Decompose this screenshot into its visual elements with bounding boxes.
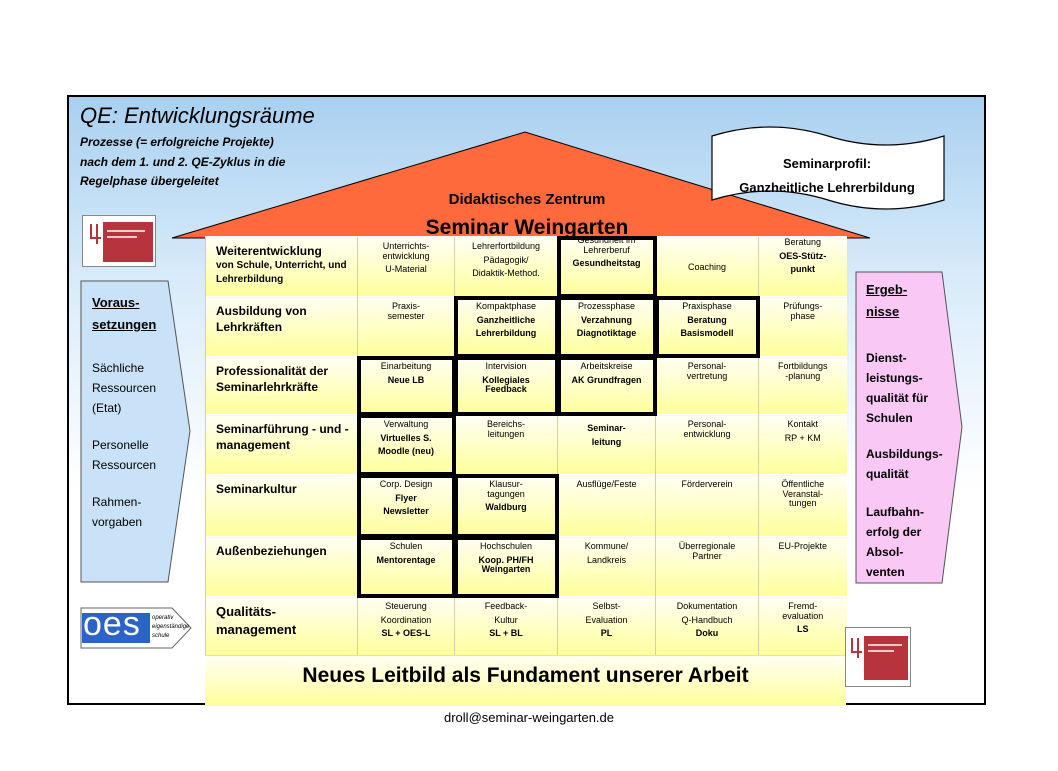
oes-arrow-shape bbox=[80, 607, 192, 649]
roof-title: Seminar Weingarten bbox=[425, 216, 629, 239]
foundation-banner: Neues Leitbild als Fundament unserer Arb… bbox=[205, 655, 846, 706]
ergebnisse-item-5: Ausbildungs- bbox=[866, 447, 943, 461]
institution-logo-right bbox=[845, 627, 911, 687]
ergebnisse-item-8: erfolg der bbox=[866, 525, 922, 539]
ergebnisse-item-1: Dienst- bbox=[866, 351, 907, 365]
matrix-grid: Weiterentwicklung von Schule, Unterricht… bbox=[205, 235, 847, 706]
voraussetzungen-item-5: Ressourcen bbox=[92, 458, 157, 472]
cell-3-4: Personal-vertretung bbox=[655, 356, 759, 415]
seminarprofil-line-1: Seminarprofil: bbox=[782, 156, 872, 171]
voraussetzungen-item-3: (Etat) bbox=[92, 401, 122, 415]
cell-4-3: Seminar-leitung bbox=[557, 414, 656, 475]
logo-graphic-icon bbox=[90, 222, 153, 262]
row-head-6: Außenbeziehungen bbox=[205, 536, 358, 597]
ergebnisse-item-2: leistungs- bbox=[866, 371, 923, 385]
contact-email: droll@seminar-weingarten.de bbox=[444, 710, 614, 725]
ergebnisse-heading: Ergeb- nisse bbox=[866, 279, 907, 323]
cell-2-1: Praxis-semester bbox=[357, 296, 455, 357]
voraussetzungen-heading: Voraus- setzungen bbox=[92, 292, 156, 336]
cell-6-5: EU-Projekte bbox=[758, 536, 847, 597]
voraussetzungen-heading-2: setzungen bbox=[92, 317, 157, 332]
ergebnisse-item-9: Absol- bbox=[866, 545, 904, 559]
voraussetzungen-item-1: Sächliche bbox=[92, 361, 145, 375]
qe-title: QE: Entwicklungsräume bbox=[80, 103, 315, 128]
ergebnisse-item-7: Laufbahn- bbox=[866, 505, 924, 519]
row-head-2: Ausbildung von Lehrkräften bbox=[205, 296, 358, 357]
grid-row-3: Professionalität der Seminarlehrkräfte E… bbox=[205, 355, 847, 416]
roof-subtitle: Didaktisches Zentrum bbox=[448, 191, 606, 208]
row-head-5: Seminarkultur bbox=[205, 474, 358, 537]
row-head-1: Weiterentwicklung von Schule, Unterricht… bbox=[205, 236, 358, 297]
ergebnisse-item-6: qualität bbox=[866, 467, 909, 481]
voraussetzungen-heading-1: Voraus- bbox=[92, 295, 140, 310]
grid-row-2: Ausbildung von Lehrkräften Praxis-semest… bbox=[205, 295, 847, 358]
row-head-4: Seminarführung - und -management bbox=[205, 414, 358, 475]
grid-row-1: Weiterentwicklung von Schule, Unterricht… bbox=[205, 235, 847, 298]
oes-logo-text: oes bbox=[83, 605, 141, 643]
row-head-7: Qualitäts-management bbox=[205, 596, 358, 655]
cell-5-4: Förderverein bbox=[655, 474, 759, 537]
voraussetzungen-item-2: Ressourcen bbox=[92, 381, 157, 395]
cell-3-5: Fortbildungs-planung bbox=[758, 356, 847, 415]
row-head-1-title: Weiterentwicklung bbox=[216, 244, 322, 258]
cell-4-2: Bereichs-leitungen bbox=[454, 414, 558, 475]
logo-graphic-icon bbox=[851, 636, 908, 680]
grid-row-4: Seminarführung - und -management Verwalt… bbox=[205, 413, 847, 476]
qe-line-2: nach dem 1. und 2. QE-Zyklus in die bbox=[80, 155, 286, 169]
voraussetzungen-item-6: Rahmen- bbox=[92, 495, 142, 509]
cell-2-5: Prüfungs-phase bbox=[758, 296, 847, 357]
ergebnisse-item-3: qualität für bbox=[866, 391, 928, 405]
cell-4-4: Personal-entwicklung bbox=[655, 414, 759, 475]
cell-6-3: Kommune/Landkreis bbox=[557, 536, 656, 597]
institution-logo-left bbox=[82, 215, 156, 267]
voraussetzungen-item-7: vorgaben bbox=[92, 515, 143, 529]
row-head-3: Professionalität der Seminarlehrkräfte bbox=[205, 356, 358, 415]
seminarprofil-line-2: Ganzheitliche Lehrerbildung bbox=[739, 180, 915, 195]
row-head-1-subtitle: von Schule, Unterricht, und Lehrerbildun… bbox=[216, 260, 347, 285]
qe-line-1: Prozesse (= erfolgreiche Projekte) bbox=[80, 135, 274, 149]
ergebnisse-heading-1: Ergeb- bbox=[866, 282, 908, 297]
voraussetzungen-item-4: Personelle bbox=[92, 438, 149, 452]
seminarprofil-text: Seminarprofil: Ganzheitliche Lehrerbildu… bbox=[708, 152, 946, 200]
qe-line-3: Regelphase übergeleitet bbox=[80, 174, 219, 188]
cell-1-4: Coaching bbox=[655, 236, 759, 297]
ergebnisse-item-4: Schulen bbox=[866, 411, 913, 425]
ergebnisse-heading-2: nisse bbox=[866, 304, 900, 319]
ergebnisse-item-10: venten bbox=[866, 565, 905, 579]
cell-5-3: Ausflüge/Feste bbox=[557, 474, 656, 537]
